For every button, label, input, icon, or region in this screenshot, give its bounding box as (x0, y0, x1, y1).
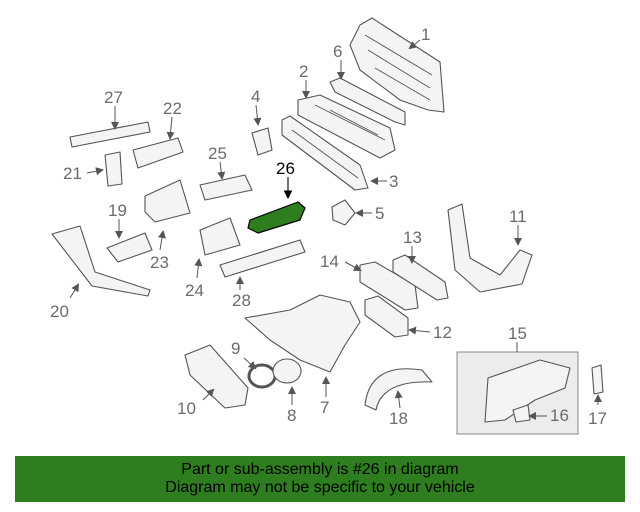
part-24-bracket (199, 217, 241, 256)
callout-16: 16 (550, 406, 569, 425)
callout-4: 4 (251, 87, 260, 106)
part-3-cross-member (281, 115, 369, 191)
callout-numbers: 1 6 2 4 27 22 21 25 26 3 5 19 11 13 14 2… (50, 25, 607, 428)
callout-2: 2 (299, 62, 308, 81)
info-banner: Part or sub-assembly is #26 in diagram D… (15, 456, 625, 502)
callout-17: 17 (588, 409, 607, 428)
part-8-cover (272, 358, 302, 384)
callout-6: 6 (333, 42, 342, 61)
callout-28: 28 (232, 291, 251, 310)
banner-line-1: Part or sub-assembly is #26 in diagram (181, 461, 459, 478)
callout-7: 7 (320, 398, 329, 417)
callout-25: 25 (208, 144, 227, 163)
part-19-tray (106, 232, 153, 263)
part-13-member (392, 254, 449, 301)
callout-24: 24 (185, 281, 204, 300)
part-25-panel (199, 174, 253, 201)
part-4-bracket (251, 127, 273, 156)
callout-19: 19 (108, 201, 127, 220)
callout-22: 22 (163, 99, 182, 118)
callout-14: 14 (320, 252, 339, 271)
part-17-trim (591, 364, 604, 395)
callout-10: 10 (177, 399, 196, 418)
part-10-panel (184, 344, 249, 409)
callout-26: 26 (276, 159, 295, 178)
part-5-bracket (331, 199, 356, 226)
part-26-highlighted-panel (247, 201, 306, 234)
part-1-rear-panel (349, 17, 445, 113)
part-22-panel (132, 137, 184, 169)
callout-1: 1 (421, 25, 430, 44)
callout-27: 27 (104, 88, 123, 107)
part-15-assembly-box (456, 351, 579, 435)
part-11-wheelhouse (447, 203, 533, 293)
part-21-bracket (104, 151, 123, 187)
callout-8: 8 (287, 406, 296, 425)
callout-13: 13 (403, 228, 422, 247)
part-2-package-tray (297, 94, 396, 159)
part-7-floor-pan (244, 294, 361, 373)
part-9-ring (247, 363, 277, 389)
part-18-arch (364, 368, 433, 411)
callout-5: 5 (375, 204, 384, 223)
callout-23: 23 (150, 253, 169, 272)
part-27-bar (69, 121, 151, 148)
part-28-bar (219, 239, 306, 278)
callout-21: 21 (63, 164, 82, 183)
part-12-member (364, 295, 409, 338)
callout-3: 3 (389, 172, 398, 191)
callout-12: 12 (433, 323, 452, 342)
banner-line-2: Diagram may not be specific to your vehi… (165, 479, 475, 496)
part-23-bracket (144, 179, 191, 223)
part-20-side-member (51, 225, 151, 297)
callout-11: 11 (509, 207, 527, 226)
parts-diagram: 1 6 2 4 27 22 21 25 26 3 5 19 11 13 14 2… (50, 17, 607, 435)
callout-20: 20 (50, 302, 69, 321)
callout-18: 18 (389, 409, 408, 428)
callout-15: 15 (508, 324, 527, 343)
callout-9: 9 (231, 339, 240, 358)
leader-lines (69, 39, 602, 420)
part-14-member (359, 261, 419, 311)
